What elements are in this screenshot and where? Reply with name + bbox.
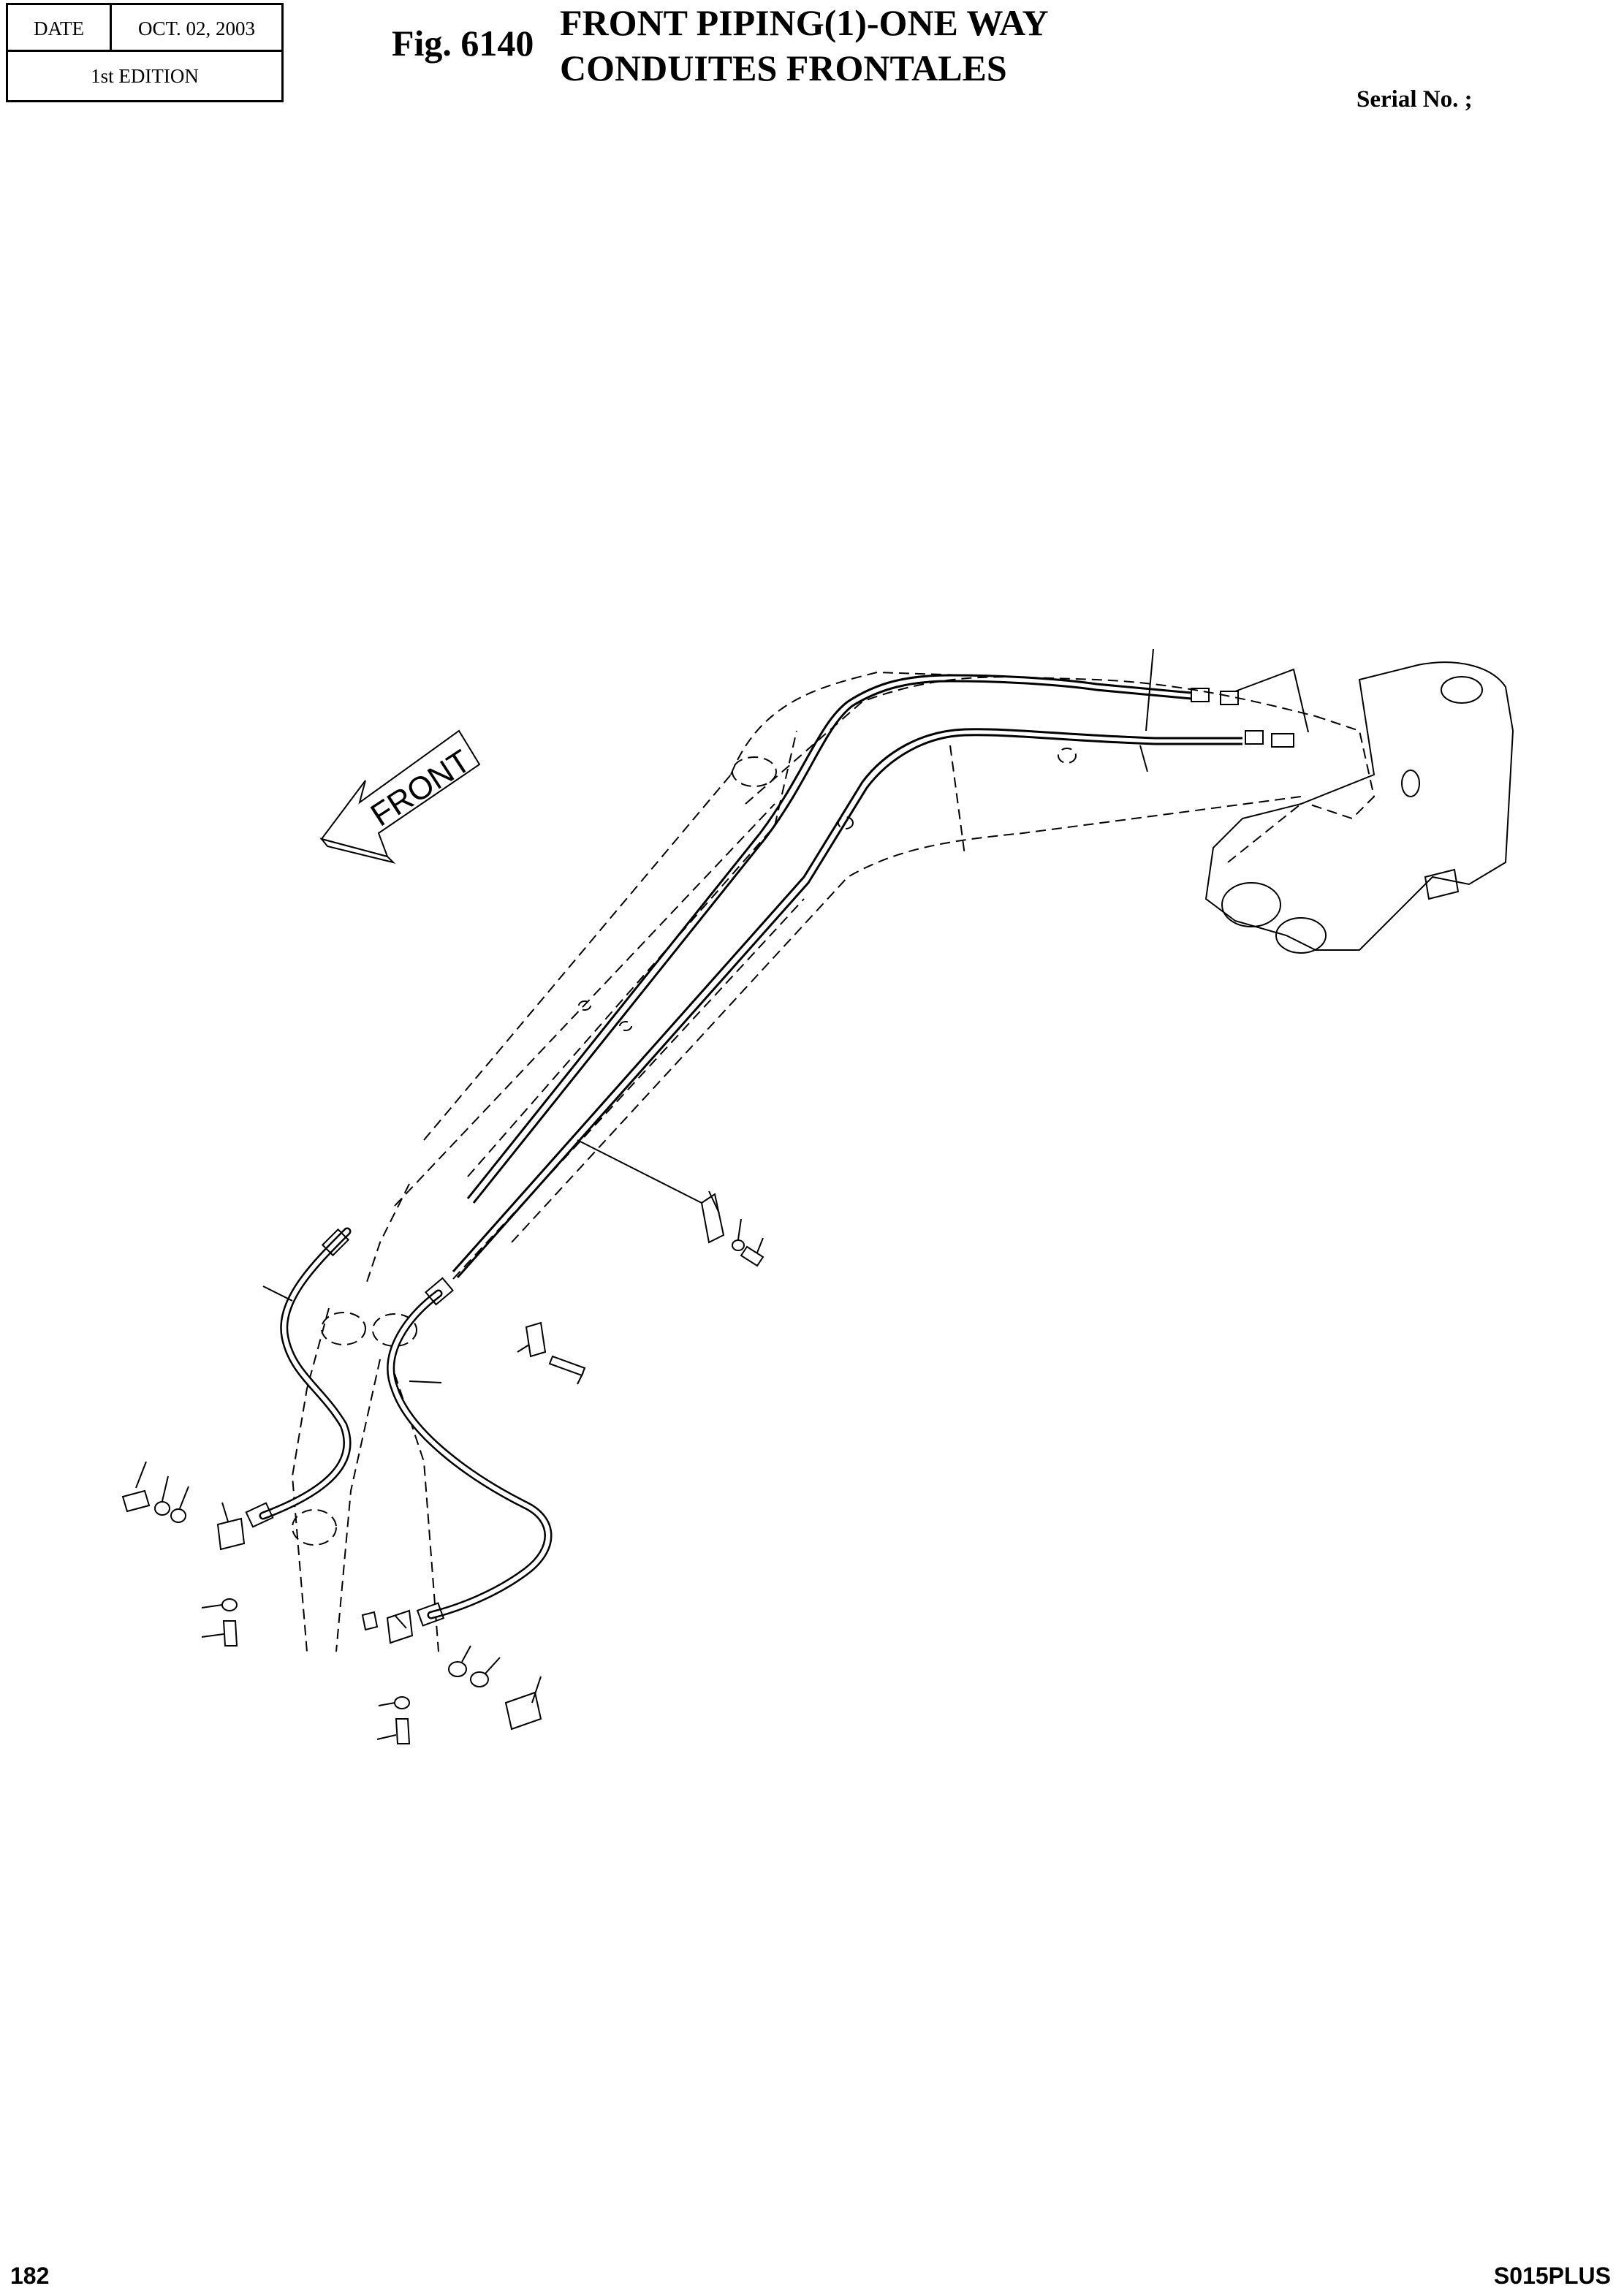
edition-label: 1st EDITION: [91, 64, 199, 87]
serial-number-label: Serial No. ;: [1357, 86, 1473, 113]
hose-left: [245, 1227, 352, 1528]
model-name: S015PLUS: [1493, 2263, 1611, 2289]
date-label: DATE: [8, 5, 112, 52]
date-edition-box: DATE OCT. 02, 2003 1st EDITION: [6, 3, 284, 102]
front-arrow-label: FRONT: [365, 743, 477, 834]
date-value: OCT. 02, 2003: [138, 17, 255, 39]
page-title-english: FRONT PIPING(1)-ONE WAY: [560, 2, 1049, 43]
front-arrow-icon: FRONT: [319, 729, 481, 864]
hose-right: [387, 1277, 553, 1627]
date-row: DATE OCT. 02, 2003: [8, 5, 281, 52]
leader-lines: [135, 1139, 764, 1740]
clamp-hardware: [121, 1193, 764, 1744]
figure-number: Fig. 6140: [392, 23, 534, 64]
page-number: 182: [10, 2263, 50, 2289]
boom-outline: [291, 671, 1376, 1652]
steel-pipe-upper: [452, 648, 1309, 1278]
boom-foot-bracket: [1204, 661, 1514, 954]
page-title-french: CONDUITES FRONTALES: [560, 48, 1007, 88]
